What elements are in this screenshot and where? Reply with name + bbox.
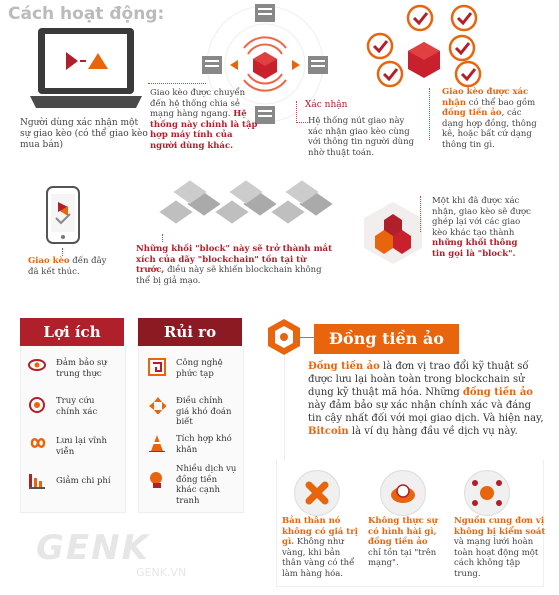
phone-icon	[46, 186, 80, 244]
broadcast-text: Giao kèo được chuyển đến hệ thống chia s…	[150, 88, 258, 151]
benefits-title: Lợi ích	[20, 318, 124, 346]
target-icon	[29, 397, 45, 413]
verify-label: Xác nhận	[305, 100, 348, 110]
crypto-title: Đồng tiền ảo	[314, 324, 459, 354]
bottom-text-1: Bản thân nó không có giá trị gì. Không n…	[282, 516, 358, 579]
bottom-text-2: Không thực sự có hình hài gì, đồng tiền …	[368, 516, 438, 568]
done-text: Giao kèo đến đây đã kết thúc.	[28, 256, 107, 277]
arrows-icon	[149, 397, 166, 414]
connector-line	[148, 83, 206, 84]
page-title: Cách hoạt động:	[8, 4, 165, 24]
risk-item-3: Tích hợp khó khăn	[176, 434, 232, 455]
bottom-text-3: Nguồn cung đơn vị không bị kiểm soát và …	[454, 516, 546, 579]
watermark-url: GENK.VN	[136, 566, 187, 579]
verify-text: Hệ thống nút giao này xác nhận giao kèo …	[308, 116, 415, 158]
benefits-box	[20, 346, 126, 513]
laptop-icon	[30, 28, 142, 108]
blockchain-cubes	[156, 180, 336, 236]
chain-text: Những khối "block" này sẽ trở thành mắt …	[136, 244, 332, 286]
traffic-cone-icon	[149, 435, 165, 452]
benefit-item-2: Truy cứu chính xác	[56, 396, 98, 417]
risk-item-4: Nhiều dịch vụ đồng tiền khác cạnh tranh	[176, 464, 237, 506]
watermark-logo: GENK	[36, 528, 150, 568]
risk-item-1: Công nghệ phức tạp	[176, 358, 223, 379]
approved-blocks-diagram	[366, 4, 482, 88]
network-coin-icon	[464, 470, 510, 516]
bar-chart-icon	[29, 474, 45, 489]
boxing-glove-icon	[150, 472, 162, 488]
cloud-coin-icon	[380, 470, 426, 516]
benefit-item-3: Lưu lại vĩnh viễn	[56, 436, 107, 457]
broken-coin-icon	[294, 470, 340, 516]
crypto-description: Đồng tiền ảo là đơn vị trao đổi kỹ thuật…	[308, 361, 544, 437]
risks-title: Rủi ro	[138, 318, 242, 346]
user-confirm-text: Người dùng xác nhận một sự giao kèo (có …	[20, 118, 148, 150]
maze-icon	[148, 358, 166, 376]
approved-text: Giao kèo được xác nhận có thể bao gồm đồ…	[442, 87, 537, 150]
benefit-item-1: Đảm bảo sự trung thực	[56, 358, 107, 379]
block-icon	[364, 202, 422, 264]
hex-badge-icon	[268, 319, 300, 355]
network-diagram	[202, 4, 328, 124]
benefit-item-4: Giảm chi phí	[56, 476, 111, 486]
risk-item-2: Điều chỉnh giá khó đoán biết	[176, 396, 232, 427]
block-text: Một khi đã được xác nhận, giao kèo sẽ đư…	[432, 196, 531, 259]
eye-icon	[28, 359, 46, 371]
infinity-icon	[30, 438, 46, 448]
verify-connector	[296, 101, 297, 123]
